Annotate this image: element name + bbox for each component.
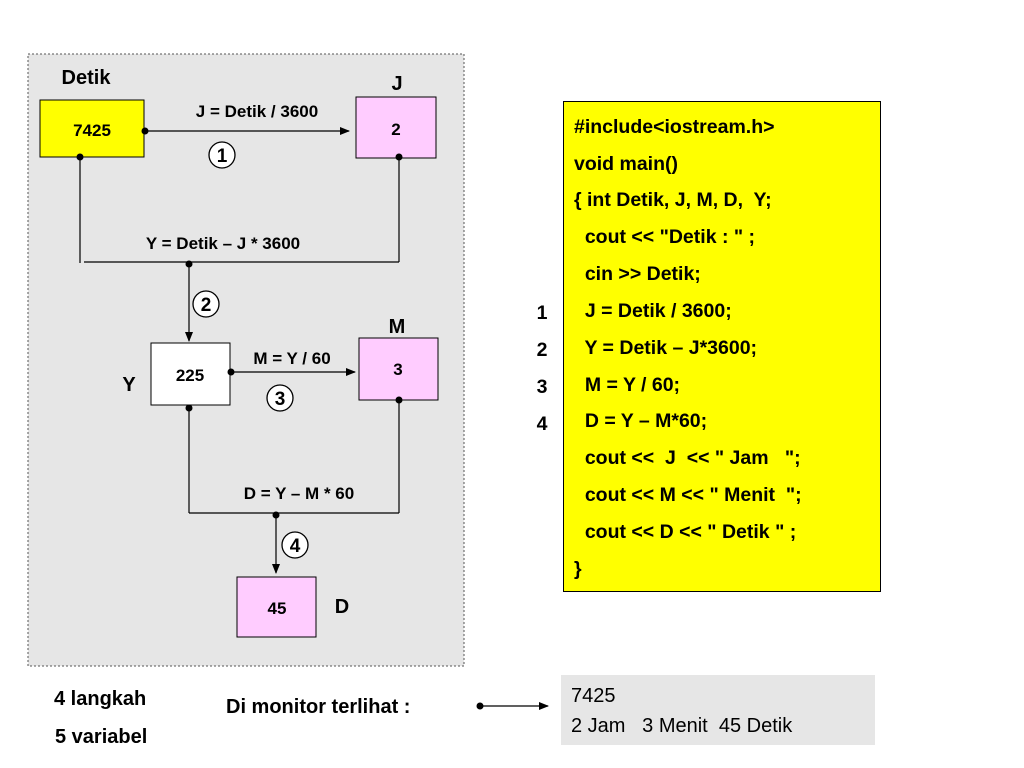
monitor-label: Di monitor terlihat : bbox=[226, 696, 411, 718]
monitor-arrow bbox=[476, 702, 549, 710]
detik-value: 7425 bbox=[73, 121, 111, 140]
formula-j: J = Detik / 3600 bbox=[196, 102, 318, 121]
svg-text:4: 4 bbox=[290, 536, 301, 557]
svg-text:2: 2 bbox=[201, 295, 212, 316]
formula-m: M = Y / 60 bbox=[253, 349, 330, 368]
detik-label: Detik bbox=[62, 67, 112, 89]
code-line-m: M = Y / 60; bbox=[574, 374, 681, 396]
d-label: D bbox=[335, 596, 349, 618]
connector-lines bbox=[79, 127, 400, 574]
line-number-1: 1 bbox=[536, 302, 548, 324]
code-line-j: J = Detik / 3600; bbox=[574, 300, 732, 322]
detik-box bbox=[39, 99, 145, 158]
d-value: 45 bbox=[268, 599, 287, 618]
m-label: M bbox=[389, 316, 406, 338]
code-line-declare: { int Detik, J, M, D, Y; bbox=[574, 189, 772, 211]
step-circle-3: 3 bbox=[266, 384, 294, 412]
svg-text:1: 1 bbox=[217, 146, 228, 167]
line-number-3: 3 bbox=[536, 376, 548, 398]
formula-y: Y = Detik – J * 3600 bbox=[146, 234, 300, 253]
code-line-cin: cin >> Detik; bbox=[574, 263, 701, 285]
y-label: Y bbox=[122, 374, 136, 396]
code-line-include: #include<iostream.h> bbox=[574, 116, 775, 138]
code-line-y: Y = Detik – J*3600; bbox=[574, 337, 758, 359]
line-number-4: 4 bbox=[536, 413, 548, 435]
step-circle-1: 1 bbox=[208, 141, 236, 169]
m-box bbox=[358, 337, 439, 401]
y-value: 225 bbox=[176, 366, 204, 385]
formula-d: D = Y – M * 60 bbox=[244, 484, 354, 503]
step-circle-4: 4 bbox=[281, 531, 309, 559]
line-number-2: 2 bbox=[536, 339, 548, 361]
monitor-output: 7425 2 Jam 3 Menit 45 Detik bbox=[561, 675, 875, 745]
code-line-d: D = Y – M*60; bbox=[574, 410, 708, 432]
step-circle-2: 2 bbox=[192, 290, 220, 318]
code-panel: #include<iostream.h> void main() { int D… bbox=[563, 101, 881, 592]
d-box bbox=[236, 576, 317, 638]
code-line-cout-jam: cout << J << " Jam "; bbox=[574, 447, 801, 469]
connector-dots bbox=[76, 127, 403, 519]
code-line-cout-detik: cout << D << " Detik " ; bbox=[574, 521, 797, 543]
y-box bbox=[150, 342, 231, 406]
svg-text:3: 3 bbox=[275, 389, 286, 410]
code-line-main: void main() bbox=[574, 153, 679, 175]
monitor-line-2: 2 Jam 3 Menit 45 Detik bbox=[571, 715, 793, 737]
monitor-line-1: 7425 bbox=[571, 685, 616, 707]
code-line-cout-menit: cout << M << " Menit "; bbox=[574, 484, 802, 506]
steps-count-note: 4 langkah bbox=[54, 688, 147, 710]
code-line-close: } bbox=[574, 558, 582, 580]
m-value: 3 bbox=[393, 360, 402, 379]
vars-count-note: 5 variabel bbox=[55, 726, 148, 748]
code-line-cout-prompt: cout << "Detik : " ; bbox=[574, 226, 756, 248]
j-value: 2 bbox=[391, 120, 400, 139]
j-label: J bbox=[391, 73, 402, 95]
